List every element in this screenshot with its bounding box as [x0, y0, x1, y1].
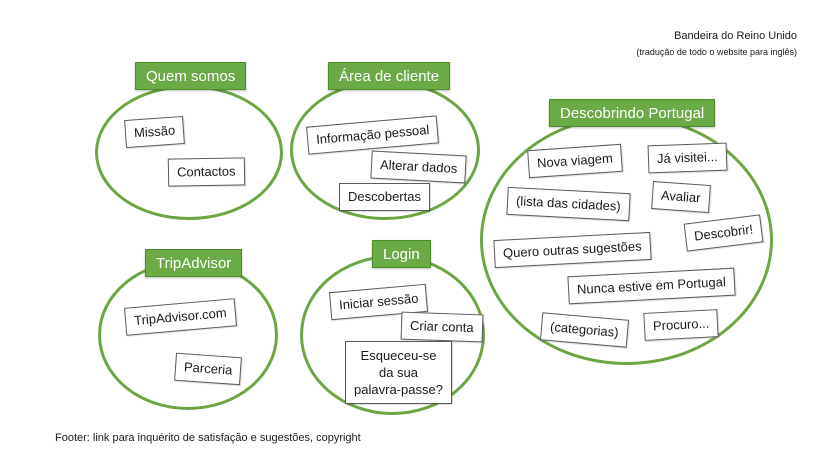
alterar-dados-card[interactable]: Alterar dados [370, 150, 467, 184]
procuro-card[interactable]: Procuro... [643, 309, 720, 341]
footer-note: Footer: link para inquérito de satisfaçã… [55, 432, 361, 444]
login-title[interactable]: Login [372, 240, 431, 268]
translation-note: (tradução de todo o website para inglês) [636, 47, 797, 57]
descobrindo-portugal-title[interactable]: Descobrindo Portugal [549, 99, 716, 127]
ja-visitei-card[interactable]: Já visitei... [647, 142, 728, 174]
tripadvisor-title[interactable]: TripAdvisor [145, 249, 243, 277]
criar-conta-card[interactable]: Criar conta [400, 311, 484, 343]
descobertas-card[interactable]: Descobertas [339, 183, 430, 211]
area-cliente-title[interactable]: Área de cliente [328, 62, 451, 90]
esqueceu-password-card[interactable]: Esqueceu-se da sua palavra-passe? [345, 341, 452, 404]
avaliar-card[interactable]: Avaliar [651, 181, 711, 213]
quem-somos-title[interactable]: Quem somos [135, 62, 247, 90]
contactos-card[interactable]: Contactos [167, 157, 245, 187]
quem-somos-circle [95, 85, 283, 220]
tripadvisor-circle [98, 260, 278, 410]
parceria-card[interactable]: Parceria [174, 352, 243, 386]
missao-card[interactable]: Missão [124, 115, 186, 149]
uk-flag-note: Bandeira do Reino Unido [674, 30, 797, 42]
